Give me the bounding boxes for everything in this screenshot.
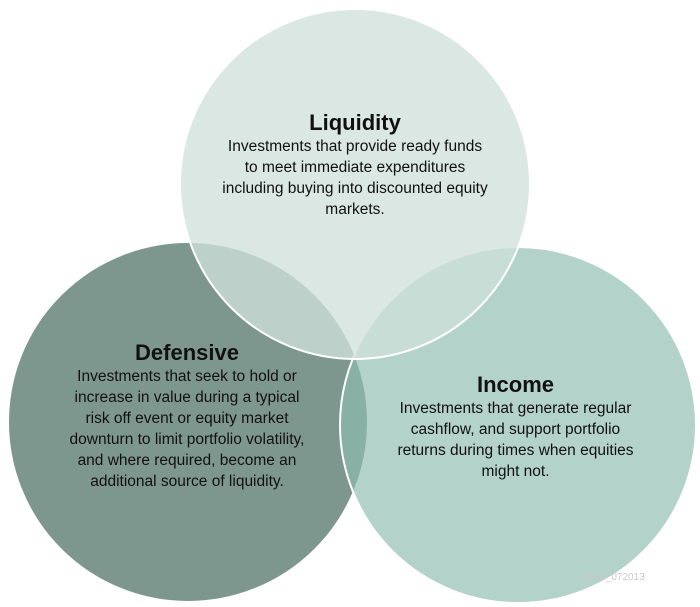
liquidity-circle bbox=[179, 8, 531, 360]
liquidity-block: Liquidity Investments that provide ready… bbox=[222, 110, 488, 220]
defensive-block: Defensive Investments that seek to hold … bbox=[62, 340, 312, 492]
defensive-title: Defensive bbox=[135, 340, 239, 365]
liquidity-title: Liquidity bbox=[309, 110, 401, 135]
defensive-description: Investments that seek to hold or increas… bbox=[69, 368, 305, 490]
income-title: Income bbox=[476, 372, 555, 397]
liquidity-description: Investments that provide ready funds to … bbox=[222, 138, 488, 218]
watermark: 33639_072013 bbox=[578, 572, 645, 583]
income-block: Income Investments that generate regular… bbox=[393, 372, 638, 482]
income-description: Investments that generate regular cashfl… bbox=[397, 400, 634, 480]
